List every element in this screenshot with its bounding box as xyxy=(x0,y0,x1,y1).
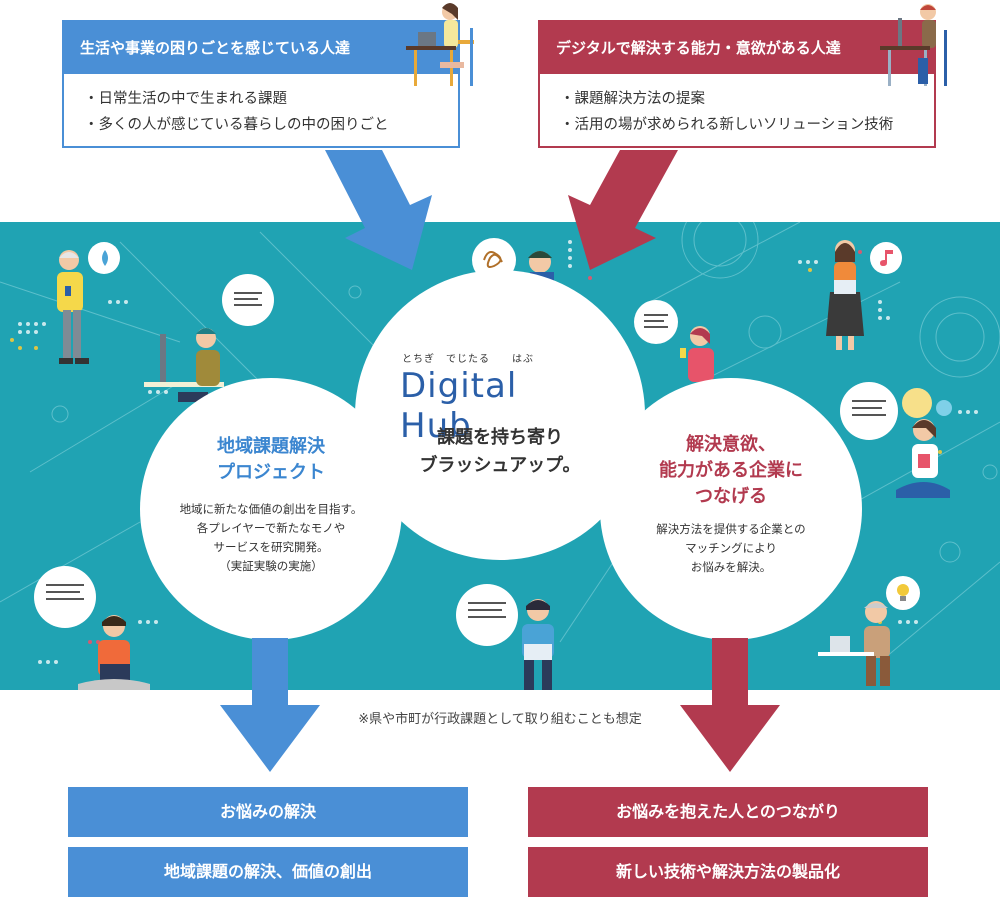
right-body-line: 解決方法を提供する企業との xyxy=(656,522,806,536)
bottom-right-box-1: お悩みを抱えた人とのつながり xyxy=(528,787,928,837)
top-left-title: 生活や事業の困りごとを感じている人達 xyxy=(64,22,458,74)
left-body-line: （実証実験の実施） xyxy=(219,559,323,573)
left-title: 地域課題解決 プロジェクト xyxy=(160,434,382,486)
thought-bubble xyxy=(902,388,932,418)
left-circle xyxy=(140,378,402,640)
logo-ruby: とちぎ でじたる はぶ xyxy=(402,354,534,365)
tangled-thought-icon xyxy=(483,251,503,268)
arrow-bottom-right xyxy=(680,638,780,772)
right-title-line: 能力がある企業に xyxy=(659,460,803,481)
top-right-list: 課題解決方法の提案 活用の場が求められる新しいソリューション技術 xyxy=(540,86,934,138)
man-in-blue-shirt-illustration xyxy=(522,599,554,690)
right-body: 解決方法を提供する企業との マッチングにより お悩みを解決。 xyxy=(610,520,852,577)
top-left-box: 生活や事業の困りごとを感じている人達 日常生活の中で生まれる課題 多くの人が感じ… xyxy=(62,20,460,148)
top-right-box: デジタルで解決する能力・意欲がある人達 課題解決方法の提案 活用の場が求められる… xyxy=(538,20,936,148)
man-at-computer-illustration xyxy=(144,328,224,402)
bottom-left-box-1: お悩みの解決 xyxy=(68,787,468,837)
music-note-icon xyxy=(880,250,893,266)
left-body-line: サービスを研究開発。 xyxy=(213,540,329,554)
top-right-title: デジタルで解決する能力・意欲がある人達 xyxy=(540,22,934,74)
bottom-right-box-2: 新しい技術や解決方法の製品化 xyxy=(528,847,928,897)
woman-at-desk-illustration xyxy=(406,3,474,86)
arrow-top-left xyxy=(325,150,432,270)
left-title-line: 地域課題解決 xyxy=(217,436,325,457)
woman-with-laptop-illustration xyxy=(826,240,864,350)
right-title: 解決意欲、 能力がある企業に つなげる xyxy=(618,432,844,510)
text-lines-icon xyxy=(852,400,886,416)
lightbulb-icon xyxy=(897,584,909,601)
left-body-line: 地域に新たな価値の創出を目指す。 xyxy=(179,502,363,516)
text-lines-icon xyxy=(46,584,84,600)
arrow-bottom-left xyxy=(220,638,320,772)
text-lines-icon xyxy=(234,292,262,306)
bottom-left-box-2: 地域課題の解決、価値の創出 xyxy=(68,847,468,897)
elderly-man-illustration xyxy=(57,250,89,364)
right-title-line: 解決意欲、 xyxy=(686,434,776,455)
elderly-man-at-laptop-illustration xyxy=(818,601,890,686)
speech-bubble-text xyxy=(456,584,518,646)
center-message: 課題を持ち寄り ブラッシュアップ。 xyxy=(375,424,625,480)
center-line: ブラッシュアップ。 xyxy=(419,455,581,476)
sweat-drop-icon xyxy=(102,250,108,266)
arrow-top-right xyxy=(568,150,678,270)
list-item: 日常生活の中で生まれる課題 xyxy=(84,86,458,112)
speech-bubble-text xyxy=(840,382,898,440)
top-left-list: 日常生活の中で生まれる課題 多くの人が感じている暮らしの中の困りごと xyxy=(64,86,458,138)
left-body: 地域に新たな価値の創出を目指す。 各プレイヤーで新たなモノや サービスを研究開発… xyxy=(150,500,392,576)
thought-bubble xyxy=(936,400,952,416)
right-circle xyxy=(600,378,862,640)
left-title-line: プロジェクト xyxy=(217,462,325,483)
text-lines-icon xyxy=(644,314,668,328)
right-title-line: つなげる xyxy=(695,486,767,507)
man-with-laptop-illustration xyxy=(78,615,150,690)
man-at-desk-illustration xyxy=(880,4,947,86)
list-item: 課題解決方法の提案 xyxy=(560,86,934,112)
sitting-woman-illustration xyxy=(896,419,950,498)
center-line: 課題を持ち寄り xyxy=(437,427,563,448)
right-body-line: マッチングにより xyxy=(685,541,777,555)
digital-hub-logo: Digital Hub xyxy=(400,366,518,446)
center-circle xyxy=(355,270,645,560)
list-item: 多くの人が感じている暮らしの中の困りごと xyxy=(84,112,458,138)
text-lines-icon xyxy=(468,602,506,618)
list-item: 活用の場が求められる新しいソリューション技術 xyxy=(560,112,934,138)
woman-with-phone-illustration xyxy=(680,326,714,382)
right-body-line: お悩みを解決。 xyxy=(690,560,772,574)
speech-bubble-text xyxy=(34,566,96,628)
administrative-note: ※県や市町が行政課題として取り組むことも想定 xyxy=(358,712,642,727)
left-body-line: 各プレイヤーで新たなモノや xyxy=(196,521,346,535)
